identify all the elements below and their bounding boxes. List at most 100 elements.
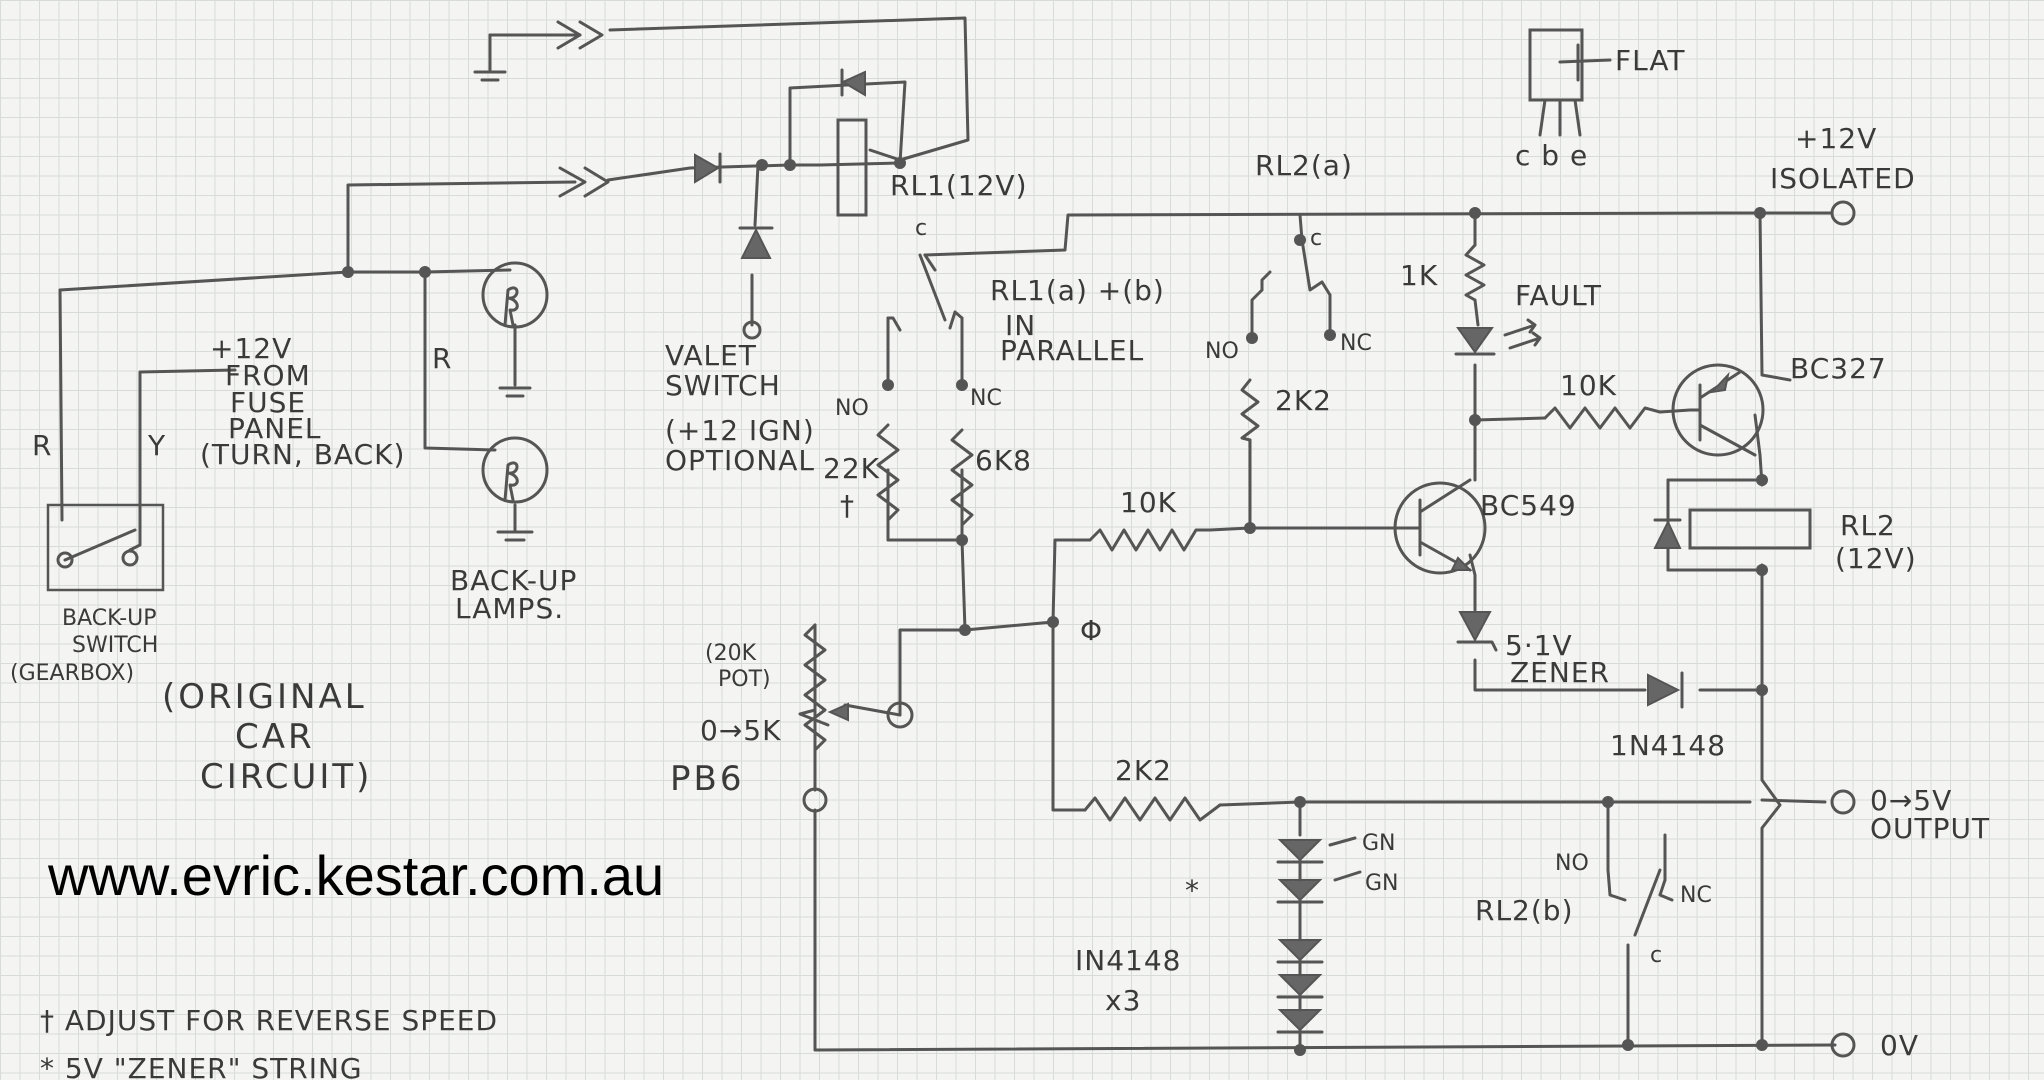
label-c-rl2b: c	[1650, 943, 1662, 968]
label-original: (ORIGINAL	[162, 677, 367, 717]
label-zener-5v1: 5·1V	[1505, 629, 1573, 662]
label-valet-ign: (+12 IGN)	[665, 414, 815, 447]
components	[46, 28, 1812, 1052]
label-fault: FAULT	[1515, 279, 1602, 312]
label-panel: PANEL	[228, 412, 321, 445]
potentiometer-20k	[803, 623, 849, 792]
resistor-6k8	[950, 428, 974, 542]
rl1-contacts	[886, 253, 964, 332]
label-6k8: 6K8	[975, 444, 1032, 477]
label-in: IN	[1005, 309, 1036, 342]
labels: FLAT c b e +12V ISOLATED RL2(a) RL1(12V)…	[10, 44, 1990, 1080]
label-22k: 22K	[823, 452, 880, 485]
label-1k: 1K	[1400, 259, 1438, 292]
label-2k2-top: 2K2	[1275, 384, 1332, 417]
label-rl2b: RL2(b)	[1475, 894, 1574, 927]
footnote-reverse-speed: † ADJUST FOR REVERSE SPEED	[40, 1004, 498, 1037]
label-zener: ZENER	[1510, 656, 1610, 689]
label-backup-switch: BACK-UP	[62, 606, 157, 631]
label-output: OUTPUT	[1870, 812, 1990, 845]
label-cbe: c b e	[1515, 139, 1588, 172]
rl2a-contacts	[1260, 238, 1332, 297]
label-fuse: FUSE	[230, 386, 306, 419]
label-gearbox: (GEARBOX)	[10, 661, 134, 686]
label-valet-optional: OPTIONAL	[665, 444, 815, 477]
website-url: www.evric.kestar.com.au	[47, 844, 664, 907]
label-no-rl1: NO	[835, 396, 869, 421]
fault-led	[1454, 318, 1542, 356]
label-x3: x3	[1105, 984, 1141, 1017]
label-pot: (20K	[705, 641, 757, 666]
label-valet: VALET	[665, 339, 757, 372]
resistor-2k2-top	[1240, 378, 1260, 442]
label-rl1: RL1(12V)	[890, 169, 1028, 202]
label-nc-rl1: NC	[970, 386, 1002, 411]
rl2b-contacts	[1606, 868, 1674, 937]
rl1-flyback-diode	[840, 68, 866, 97]
label-in4148-x3: IN4148	[1075, 944, 1181, 977]
label-out-0-5v: 0→5V	[1870, 784, 1952, 817]
label-1n4148: 1N4148	[1610, 729, 1726, 762]
label-rl2: RL2	[1840, 509, 1896, 542]
zener-string	[1276, 836, 1362, 1052]
label-asterisk: *	[1185, 874, 1200, 907]
label-bc549: BC549	[1480, 489, 1577, 522]
label-no-rl2a: NO	[1205, 339, 1239, 364]
relay-rl1-coil	[836, 118, 868, 217]
label-switch: SWITCH	[72, 633, 158, 658]
label-pot-close: POT)	[718, 667, 771, 692]
diode-1n4148	[1647, 671, 1684, 709]
relay-rl2-coil	[1653, 508, 1812, 550]
label-flat: FLAT	[1615, 44, 1685, 77]
label-plus12-fuse: +12V	[210, 332, 292, 365]
label-no-rl2b: NO	[1555, 851, 1589, 876]
label-gn1: GN	[1362, 831, 1396, 856]
label-rl2-12v: (12V)	[1835, 542, 1917, 575]
label-rl1-parallel: RL1(a) +(b)	[990, 274, 1165, 307]
label-lamps: LAMPS.	[455, 592, 564, 625]
backup-lamp-bottom	[481, 436, 549, 504]
zener-diode	[1456, 611, 1498, 652]
transistor-bc549	[1393, 478, 1487, 575]
label-10k-top: 10K	[1560, 369, 1617, 402]
transistor-bc327	[1671, 363, 1765, 457]
label-nc-rl2a: NC	[1340, 331, 1372, 356]
backup-lamp-top	[481, 261, 549, 329]
label-10k-mid: 10K	[1120, 486, 1177, 519]
label-car: CAR	[235, 717, 315, 757]
input-diode	[694, 152, 722, 184]
resistor-1k	[1464, 243, 1486, 302]
label-0v: 0V	[1880, 1029, 1919, 1062]
backup-switch	[46, 503, 165, 592]
label-backup-lamps: BACK-UP	[450, 564, 577, 597]
label-isolated: ISOLATED	[1770, 162, 1916, 195]
label-r-left: R	[32, 429, 52, 462]
label-gn2: GN	[1365, 871, 1399, 896]
label-c-rl2a: c	[1310, 226, 1322, 251]
label-zero-5k: 0→5K	[700, 714, 781, 747]
resistor-10k-top	[1543, 406, 1662, 430]
footnote-zener-string: * 5V "ZENER" STRING	[40, 1052, 363, 1080]
label-2k2-bottom: 2K2	[1115, 754, 1172, 787]
transistor-pinout-sketch	[1528, 28, 1612, 137]
resistor-2k2-bottom	[1083, 796, 1222, 822]
label-valet-switch: SWITCH	[665, 369, 781, 402]
label-y-left: Y	[147, 429, 166, 462]
resistor-22k	[876, 423, 900, 542]
label-bc327: BC327	[1790, 352, 1887, 385]
valet-diode	[738, 226, 774, 259]
label-from: FROM	[225, 359, 311, 392]
label-r-mid: R	[432, 342, 452, 375]
label-pb6: PB6	[670, 759, 744, 799]
label-phi: Φ	[1080, 614, 1103, 647]
label-circuit: CIRCUIT)	[200, 757, 372, 797]
label-dagger: †	[840, 489, 855, 522]
label-c-rl1: c	[915, 216, 927, 241]
label-nc-rl2b: NC	[1680, 883, 1712, 908]
label-parallel: PARALLEL	[1000, 334, 1144, 367]
resistor-10k-mid	[1088, 528, 1212, 552]
label-plus12-isolated: +12V	[1795, 122, 1877, 155]
label-turn-back: (TURN, BACK)	[200, 438, 405, 471]
label-rl2a: RL2(a)	[1255, 149, 1353, 182]
